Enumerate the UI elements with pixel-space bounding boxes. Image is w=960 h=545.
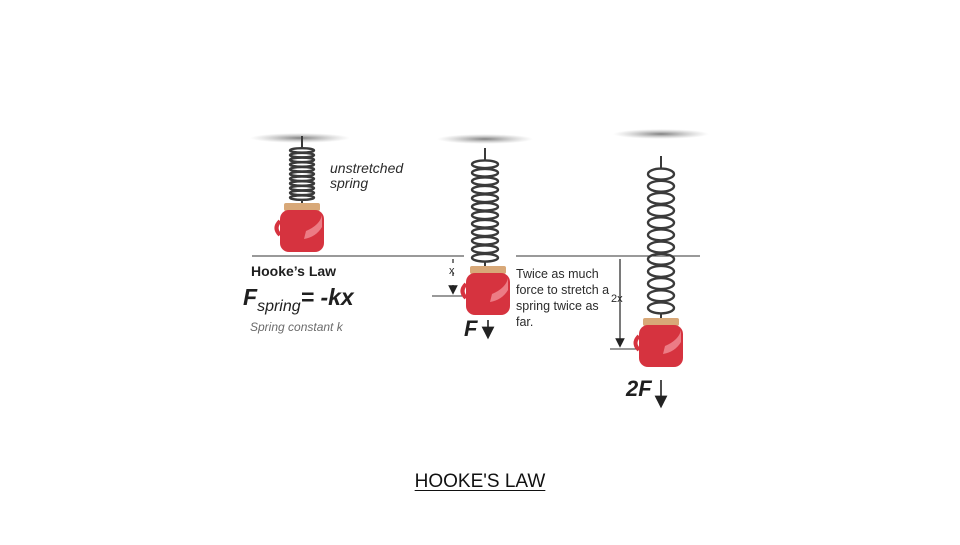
spring-coil <box>646 301 676 315</box>
spring-coil <box>470 176 500 187</box>
spring-coil <box>470 193 500 204</box>
hookes-law-heading: Hooke’s Law <box>251 263 337 279</box>
jar-lid <box>470 266 506 274</box>
jar-highlight <box>304 215 322 239</box>
spring-coil <box>646 203 676 218</box>
weight-jar-3 <box>633 318 683 367</box>
spring-unstretched <box>288 136 316 208</box>
jar-body <box>280 210 324 252</box>
formula-rhs: = -kx <box>300 284 354 310</box>
spring-coil <box>646 252 676 266</box>
spring-coil <box>470 167 500 178</box>
spring-coil <box>470 201 500 212</box>
spring-coil <box>470 184 500 195</box>
spring-coil <box>470 244 500 255</box>
unstretched-spring-annotation: unstretched spring <box>330 160 404 191</box>
ceiling-mount-2 <box>437 134 533 144</box>
displacement-x-label: x <box>449 265 455 277</box>
spring-stretched-2x <box>646 156 676 322</box>
spring-coil <box>470 227 500 238</box>
jar-lid <box>284 203 320 211</box>
spring-constant-label: Spring constant k <box>250 320 343 334</box>
jar-handle <box>460 282 468 300</box>
spring-stretched-x <box>470 148 500 270</box>
twice-force-annotation: Twice as much force to stretch a spring … <box>516 267 610 329</box>
spring-coil <box>470 252 500 263</box>
jar-highlight <box>490 278 508 302</box>
jar-highlight <box>663 330 681 354</box>
spring-coil <box>646 179 676 193</box>
spring-coil <box>470 159 500 170</box>
formula-f: F <box>243 284 258 310</box>
displacement-2x-label: 2x <box>611 293 623 305</box>
jar-handle <box>633 334 641 352</box>
spring-coil <box>470 218 500 229</box>
spring-coil <box>470 210 500 221</box>
ceiling-mount-1 <box>250 133 350 143</box>
force-2f-label: 2F <box>626 376 652 401</box>
spring-coil <box>646 167 676 181</box>
jar-handle <box>274 219 282 237</box>
jar-body <box>466 273 510 315</box>
spring-coil <box>646 264 676 279</box>
jar-body <box>639 325 683 367</box>
force-f-label: F <box>464 316 478 341</box>
spring-coil <box>646 228 676 242</box>
spring-coil <box>646 191 676 206</box>
ceiling-mount-3 <box>613 129 709 139</box>
spring-coil <box>646 289 676 303</box>
formula-subscript: spring <box>257 298 301 315</box>
weight-jar-2 <box>460 266 510 315</box>
hookes-law-formula: Fspring= -kx <box>243 284 354 315</box>
spring-coil <box>646 216 676 230</box>
spring-coil <box>470 235 500 246</box>
jar-lid <box>643 318 679 326</box>
caption-title: HOOKE'S LAW <box>414 471 546 492</box>
spring-coil <box>646 240 676 254</box>
spring-coil <box>288 194 316 202</box>
weight-jar-1 <box>274 203 324 252</box>
spring-coil <box>646 276 676 291</box>
